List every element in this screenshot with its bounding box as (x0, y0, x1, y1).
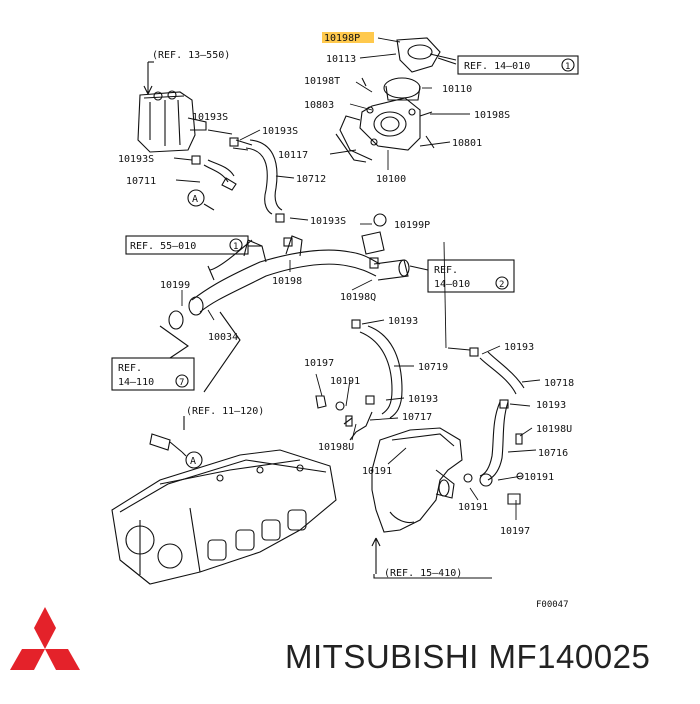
ref-14-010-1-num: 1 (565, 62, 570, 72)
label-10719: 10719 (418, 362, 448, 373)
label-10198q: 10198Q (340, 292, 376, 303)
label-10193s-b: 10193S (262, 126, 298, 137)
highlight-10198p (322, 32, 374, 43)
brand-name: MITSUBISHI (285, 638, 479, 675)
o-ring-10199 (168, 310, 184, 330)
label-10198-mid: 10198 (272, 276, 302, 287)
thermostat-housing (335, 37, 441, 163)
hose-10711 (203, 159, 237, 191)
label-diagram-code: F00047 (536, 600, 569, 610)
water-pump-housing (371, 427, 463, 533)
label-10197-b: 10197 (500, 526, 530, 537)
label-10191-d: 10191 (458, 502, 488, 513)
label-10191-c: 10191 (524, 472, 554, 483)
ref-14-010-2-l1: REF. (434, 265, 458, 276)
label-10193-d: 10193 (536, 400, 566, 411)
label-10712: 10712 (296, 174, 326, 185)
ref-55-010: REF. 55—010 (130, 241, 196, 252)
ref-14-110-l2: 14—110 (118, 377, 154, 388)
label-10113: 10113 (326, 54, 356, 65)
label-10110: 10110 (442, 84, 472, 95)
label-10199p: 10199P (394, 220, 430, 231)
ref-14-010-2-num: 2 (499, 280, 504, 290)
label-10191-a: 10191 (330, 376, 360, 387)
label-10198s-top: 10198S (474, 110, 510, 121)
reservoir-tank (137, 90, 207, 153)
label-10198u-a: 10198U (318, 442, 354, 453)
ref-14-010-1: REF. 14—010 (464, 61, 530, 72)
ref-labels: (REF. 13—550) REF. 14—010 1 REF. 55—010 … (118, 50, 570, 579)
label-10801: 10801 (452, 138, 482, 149)
ref-15-410: (REF. 15—410) (384, 568, 462, 579)
ref15-underline (373, 574, 492, 579)
label-10193-a: 10193 (388, 316, 418, 327)
ref-14-110-num: 7 (179, 378, 184, 388)
cylinder-head (111, 449, 337, 585)
ref-13-550: (REF. 13—550) (152, 50, 230, 61)
label-10198p: 10198P (324, 33, 360, 44)
label-10193s-d: 10193S (310, 216, 346, 227)
label-10198u-b: 10198U (536, 424, 572, 435)
clamps-and-bolts (191, 77, 524, 505)
brand-part-title: MITSUBISHI MF140025 (285, 638, 650, 676)
label-10718: 10718 (544, 378, 574, 389)
ref-55-010-num: 1 (233, 242, 238, 252)
label-10117: 10117 (278, 150, 308, 161)
hose-10719 (343, 325, 403, 441)
label-10198t: 10198T (304, 76, 340, 87)
label-10193s-c: 10193S (118, 154, 154, 165)
label-10197-a: 10197 (304, 358, 334, 369)
hose-10712 (232, 139, 283, 215)
ref-14-010-2-l2: 14—010 (434, 279, 470, 290)
mitsubishi-logo (10, 607, 80, 670)
part-labels: 10198P 10113 10198T 10110 10803 10198S 1… (118, 33, 574, 610)
ref-11-120: (REF. 11—120) (186, 406, 264, 417)
label-10717: 10717 (402, 412, 432, 423)
head-nipple (149, 433, 183, 453)
label-10803: 10803 (304, 100, 334, 111)
label-10034: 10034 (208, 332, 238, 343)
label-10191-b: 10191 (362, 466, 392, 477)
pipe-10034 (188, 231, 410, 316)
hose-10718 (479, 351, 525, 487)
label-10193s-a: 10193S (192, 112, 228, 123)
marker-a-1: A (192, 194, 198, 205)
label-10193-c: 10193 (408, 394, 438, 405)
label-10100: 10100 (376, 174, 406, 185)
leader-lines (173, 37, 541, 520)
label-10199: 10199 (160, 280, 190, 291)
label-10193-b: 10193 (504, 342, 534, 353)
marker-a-2: A (190, 456, 196, 467)
part-number: MF140025 (488, 638, 651, 675)
ref-boxes (111, 55, 579, 574)
label-10711: 10711 (126, 176, 156, 187)
marker-a-group (181, 189, 215, 469)
ref-14-110-l1: REF. (118, 363, 142, 374)
label-10716: 10716 (538, 448, 568, 459)
